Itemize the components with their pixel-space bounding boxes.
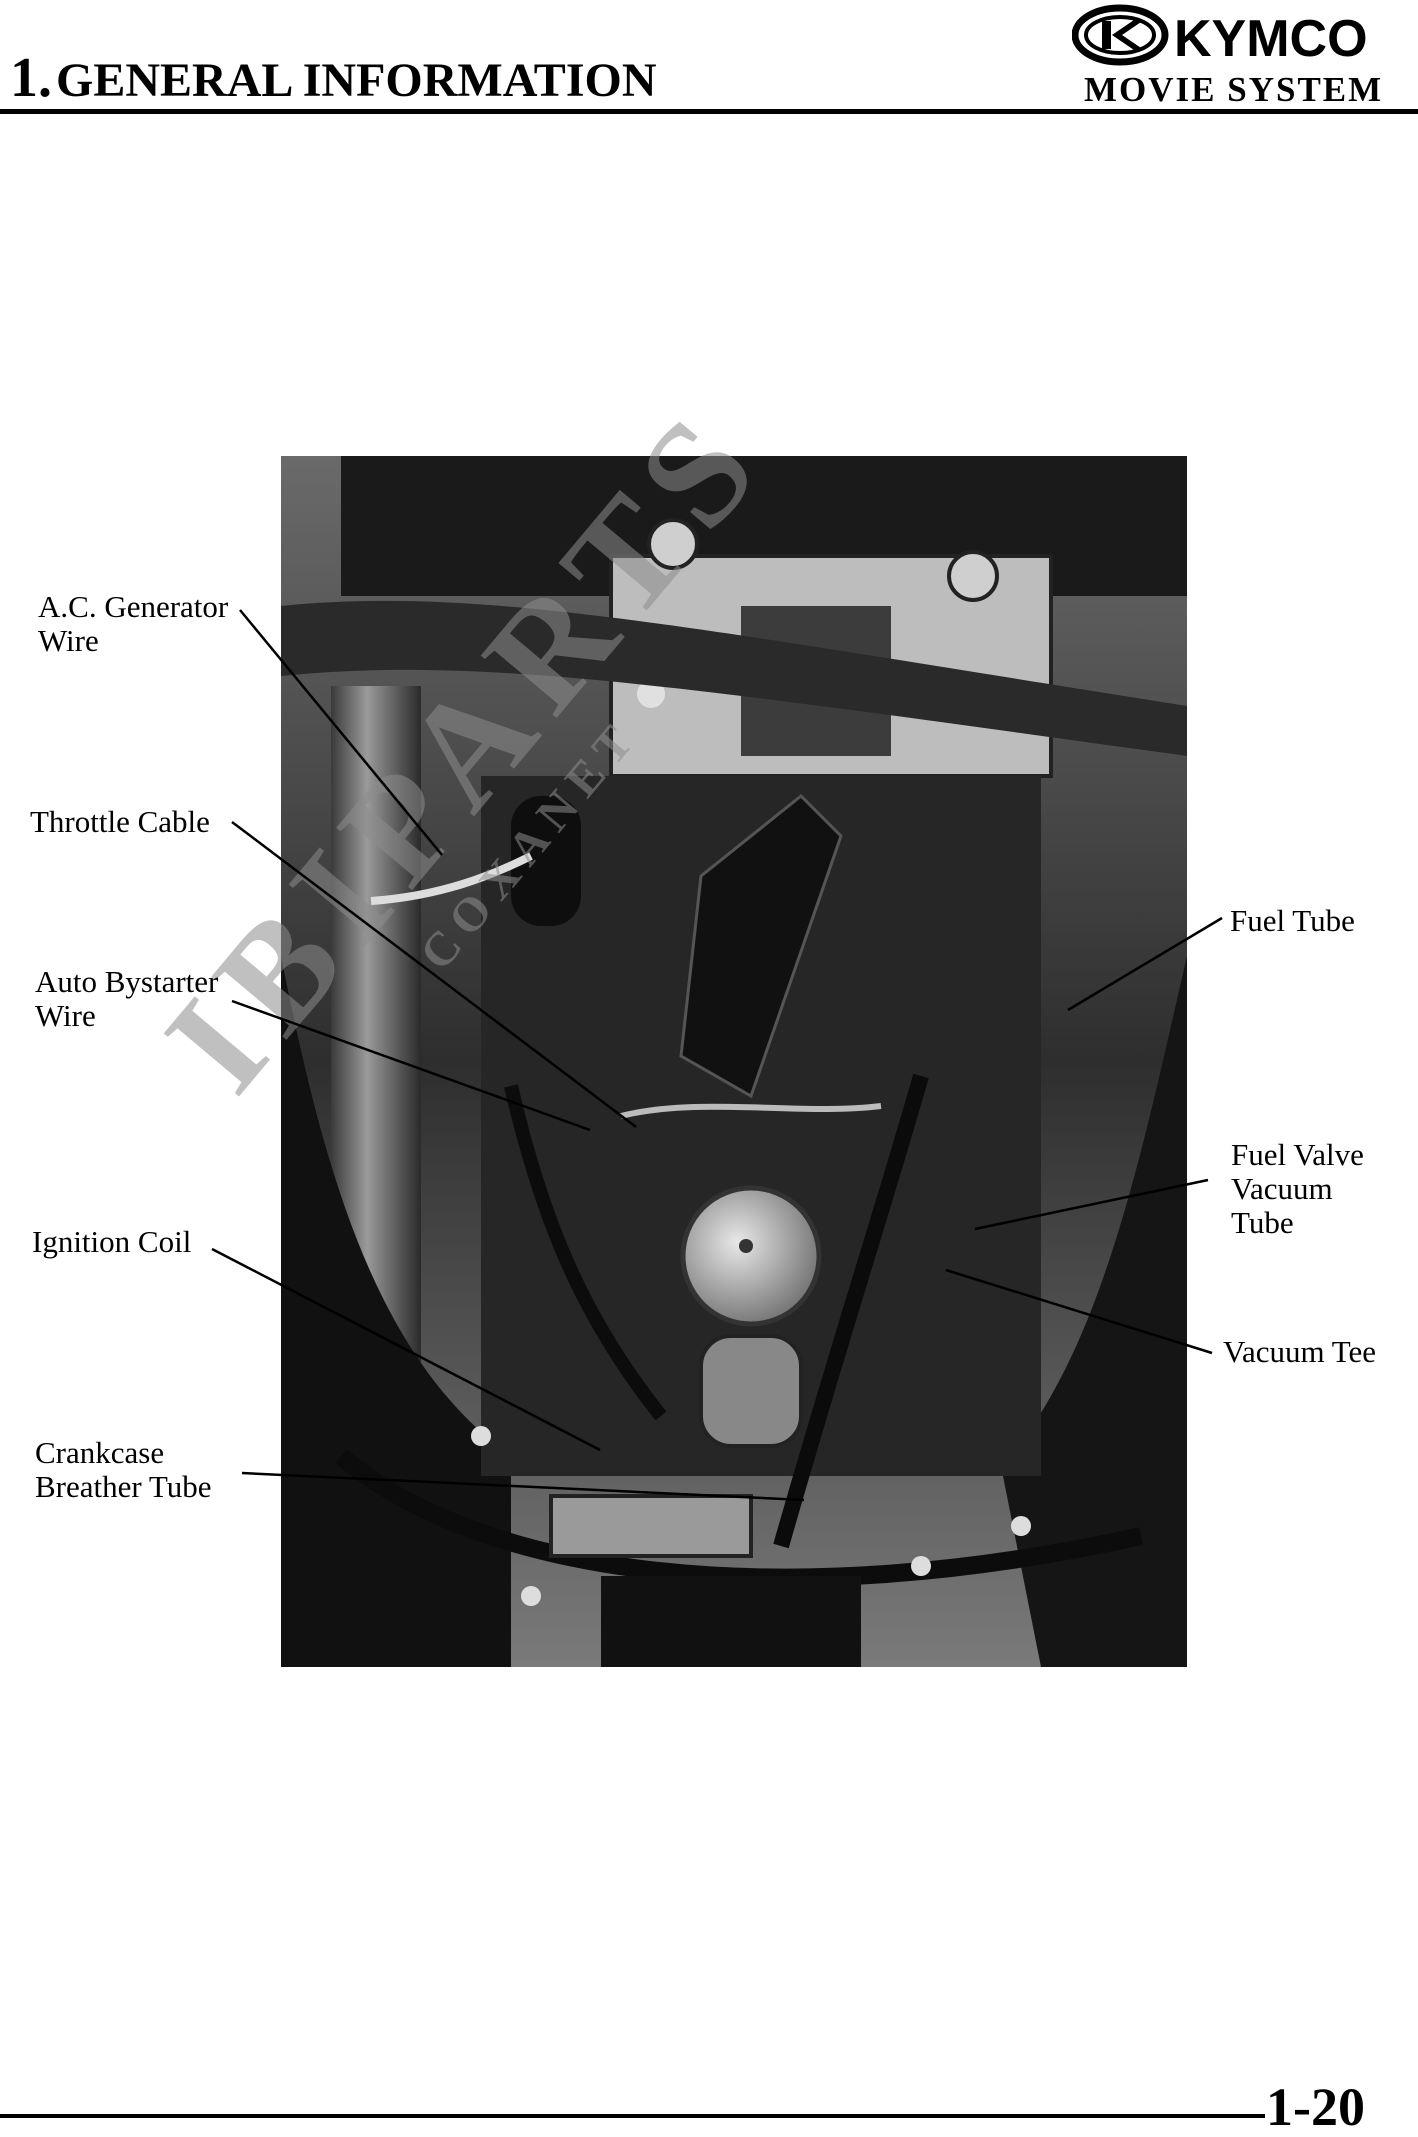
page-title: 1. GENERAL INFORMATION [10, 50, 657, 106]
callout-crankcase-breather-tube: Crankcase Breather Tube [35, 1435, 212, 1504]
kymco-logo: KYMCO [1071, 4, 1418, 68]
section-number: 1. [10, 47, 52, 109]
brand-name: KYMCO [1174, 10, 1368, 66]
header-rule [0, 109, 1418, 114]
callout-ac-generator-wire: A.C. Generator Wire [38, 589, 229, 658]
footer-rule [0, 2114, 1265, 2118]
callout-ignition-coil: Ignition Coil [32, 1224, 192, 1259]
callout-vacuum-tee: Vacuum Tee [1223, 1334, 1377, 1369]
callout-auto-bystarter-wire: Auto Bystarter Wire [35, 964, 219, 1033]
engine-photo [281, 456, 1187, 1667]
callout-fuel-valve-vacuum-tube: Fuel Valve Vacuum Tube [1231, 1137, 1364, 1240]
callout-throttle-cable: Throttle Cable [30, 804, 210, 839]
system-name: MOVIE SYSTEM [1084, 70, 1384, 109]
callout-fuel-tube: Fuel Tube [1230, 903, 1355, 938]
section-title: GENERAL INFORMATION [56, 54, 657, 107]
page-number: 1-20 [1266, 2077, 1365, 2137]
